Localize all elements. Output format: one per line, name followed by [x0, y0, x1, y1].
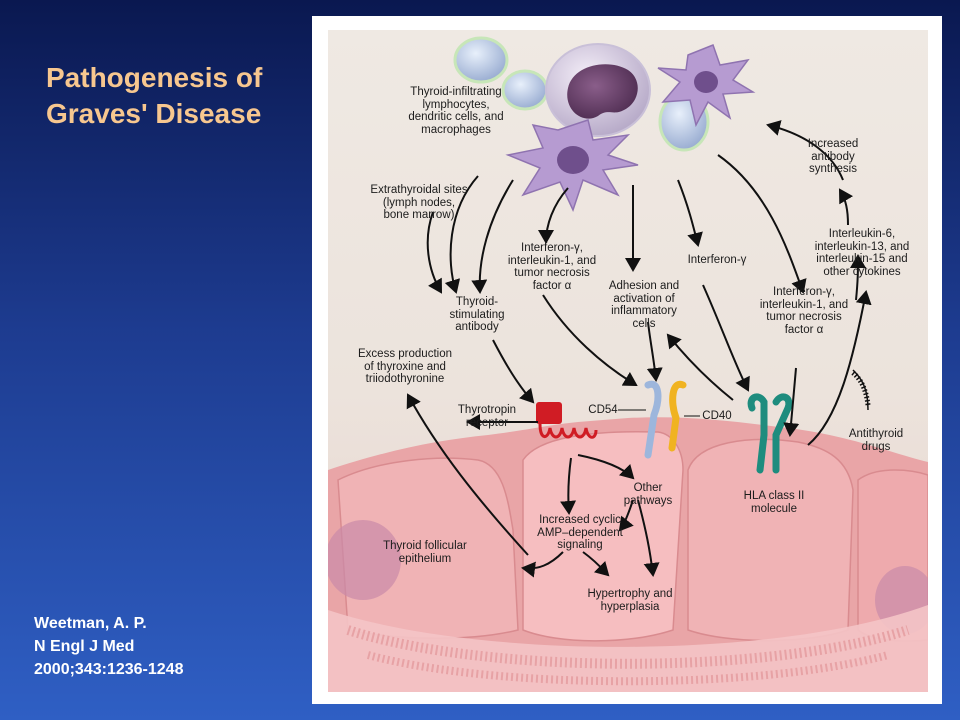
- label-hla-class-ii: HLA class II molecule: [743, 490, 805, 515]
- figure-frame: Thyroid-infiltrating lymphocytes, dendri…: [312, 16, 942, 704]
- label-thyroid-follicular: Thyroid follicular epithelium: [383, 540, 467, 565]
- citation-journal: N Engl J Med: [34, 638, 135, 655]
- label-adhesion-activation: Adhesion and activation of inflammatory …: [608, 280, 680, 330]
- slide-title: Pathogenesis of Graves' Disease: [46, 60, 306, 132]
- label-extrathyroidal-sites: Extrathyroidal sites (lymph nodes, bone …: [370, 184, 468, 221]
- label-interferon-gamma: Interferon-γ: [687, 254, 747, 266]
- hla-class-ii-alpha: [747, 393, 768, 474]
- pathway-arrows: [406, 120, 872, 578]
- label-other-pathways: Other pathways: [623, 482, 673, 507]
- label-interferon-il1-tnf-left: Interferon-γ, interleukin-1, and tumor n…: [507, 242, 597, 292]
- immune-cells: [453, 36, 756, 213]
- label-cd40: CD40: [702, 410, 732, 422]
- label-thyrotropin-receptor: Thyrotropin receptor: [457, 404, 517, 429]
- label-infiltrating-cells: Thyroid-infiltrating lymphocytes, dendri…: [408, 86, 504, 136]
- label-thyroid-stimulating-antibody: Thyroid- stimulating antibody: [449, 296, 505, 333]
- label-increased-antibody: Increased antibody synthesis: [807, 138, 859, 175]
- antithyroid-inhibition: [850, 369, 871, 411]
- hla-class-ii-beta: [772, 393, 793, 474]
- thyrotropin-receptor-shape: [536, 402, 562, 424]
- citation-author: Weetman, A. P.: [34, 615, 147, 632]
- diagram-illustration: [328, 30, 928, 692]
- citation-volume: 2000;343:1236-1248: [34, 661, 184, 678]
- citation: Weetman, A. P. N Engl J Med 2000;343:123…: [34, 612, 294, 681]
- pathogenesis-diagram: Thyroid-infiltrating lymphocytes, dendri…: [328, 30, 928, 692]
- thyroid-tissue: [328, 417, 928, 692]
- label-increased-camp: Increased cyclic AMP–dependent signaling: [537, 514, 623, 551]
- slide-title-line-2: Graves' Disease: [46, 98, 262, 129]
- cd40-molecule: [668, 380, 687, 452]
- cd54-molecule: [644, 380, 662, 459]
- label-interferon-il1-tnf-right: Interferon-γ, interleukin-1, and tumor n…: [759, 286, 849, 336]
- leader-lines: [618, 409, 700, 417]
- label-cd54: CD54: [588, 404, 618, 416]
- label-excess-production: Excess production of thyroxine and triio…: [358, 348, 452, 385]
- label-antithyroid-drugs: Antithyroid drugs: [848, 428, 904, 453]
- label-interleukin-cytokines: Interleukin-6, interleukin-13, and inter…: [814, 228, 910, 278]
- slide-title-line-1: Pathogenesis of: [46, 62, 263, 93]
- membrane-receptors: [536, 380, 793, 474]
- label-hypertrophy: Hypertrophy and hyperplasia: [587, 588, 673, 613]
